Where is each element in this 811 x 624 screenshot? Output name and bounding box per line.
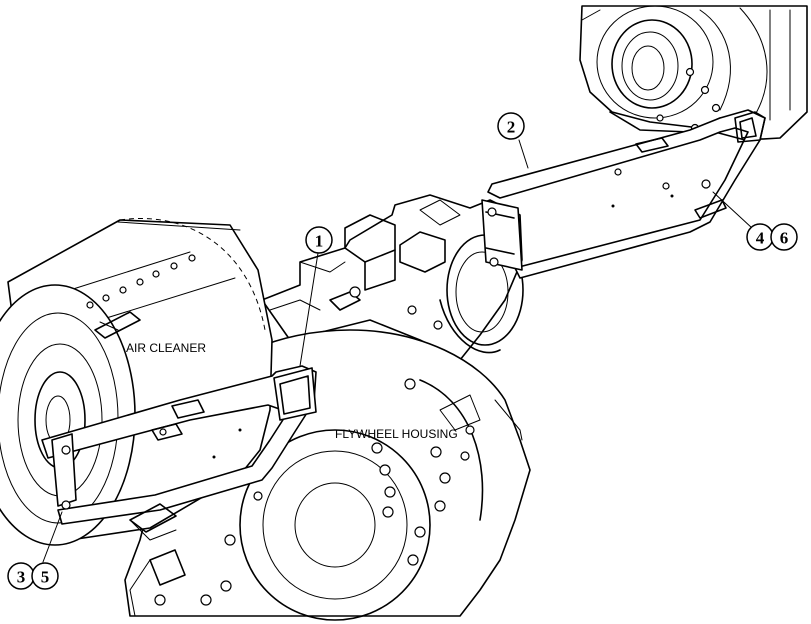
turbocharger-housing bbox=[579, 5, 808, 141]
callout-4-number: 4 bbox=[756, 229, 765, 248]
callout-6-number: 6 bbox=[780, 229, 789, 248]
leader-lines bbox=[42, 139, 753, 563]
callout-5: 5 bbox=[31, 562, 59, 590]
air-cleaner-label: AIR CLEANER bbox=[126, 341, 206, 355]
callout-3: 3 bbox=[7, 562, 35, 590]
callout-6: 6 bbox=[770, 223, 798, 251]
callout-3-number: 3 bbox=[17, 568, 26, 587]
support-bracket-2 bbox=[481, 109, 766, 279]
support-bracket-1 bbox=[41, 365, 317, 541]
callout-1: 1 bbox=[305, 226, 333, 254]
callout-2: 2 bbox=[497, 112, 525, 140]
callout-1-number: 1 bbox=[315, 232, 324, 251]
flywheel-housing-label: FLYWHEEL HOUSING bbox=[335, 427, 458, 441]
callout-5-number: 5 bbox=[41, 568, 50, 587]
callout-4: 4 bbox=[746, 223, 774, 251]
callout-2-number: 2 bbox=[507, 118, 516, 137]
